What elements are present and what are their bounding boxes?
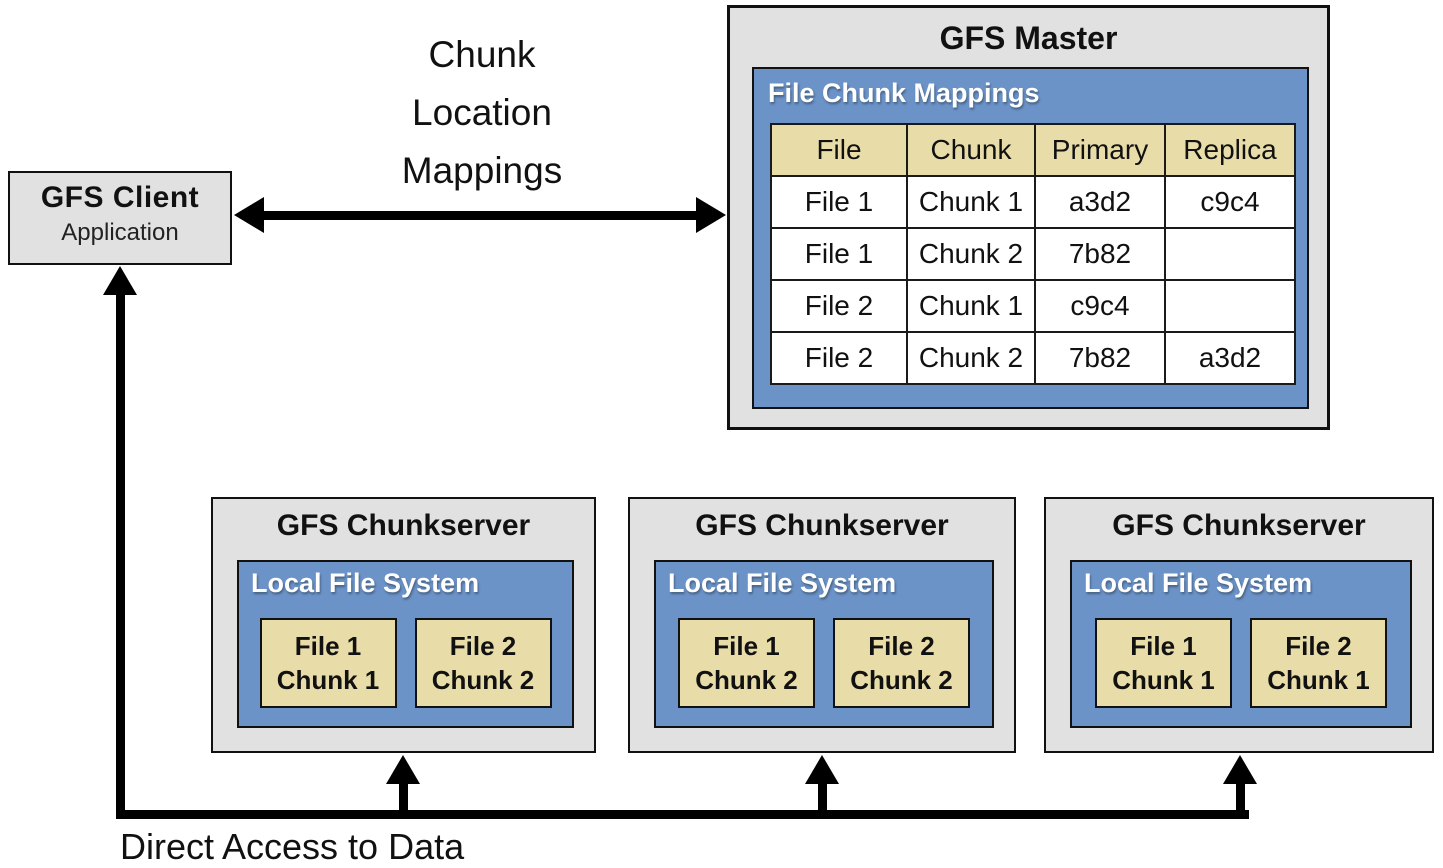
header-file: File xyxy=(770,123,908,177)
chunk-row: File 1 Chunk 1 File 2 Chunk 1 xyxy=(1072,612,1410,714)
table-row: File 2 Chunk 1 c9c4 xyxy=(770,279,1296,333)
chunk-file-label: File 2 xyxy=(1285,631,1352,661)
header-replica: Replica xyxy=(1164,123,1296,177)
chunkserver-title: GFS Chunkserver xyxy=(695,509,949,542)
gfs-client-box: GFS Client Application xyxy=(8,171,232,265)
cell-primary: 7b82 xyxy=(1034,331,1166,385)
chunk-id-label: Chunk 2 xyxy=(431,665,535,695)
gfs-chunkserver-3-box: GFS Chunkserver Local File System File 1… xyxy=(1044,497,1434,753)
cell-file: File 1 xyxy=(770,227,908,281)
header-chunk: Chunk xyxy=(906,123,1036,177)
local-file-system-label: Local File System xyxy=(251,568,480,598)
file-chunk-mappings-panel: File Chunk Mappings File Chunk Primary R… xyxy=(752,67,1309,409)
chunk-box: File 2 Chunk 2 xyxy=(414,618,552,708)
table-header-row: File Chunk Primary Replica xyxy=(770,123,1296,177)
chunk-id-label: Chunk 1 xyxy=(1112,665,1215,695)
chunk-box: File 2 Chunk 1 xyxy=(1250,618,1387,708)
local-file-system-panel: Local File System File 1 Chunk 1 File 2 … xyxy=(237,560,574,728)
cell-file: File 1 xyxy=(770,175,908,229)
chunk-file-label: File 1 xyxy=(294,631,362,661)
arrowhead-up-chunkserver2-icon xyxy=(805,755,839,784)
chunk-id-label: Chunk 2 xyxy=(850,665,953,695)
chunk-id-label: Chunk 2 xyxy=(695,665,798,695)
chunk-box: File 1 Chunk 2 xyxy=(678,618,815,708)
gfs-master-title: GFS Master xyxy=(939,20,1118,56)
gfs-client-title: GFS Client xyxy=(40,181,200,214)
table-row: File 2 Chunk 2 7b82 a3d2 xyxy=(770,331,1296,385)
cell-chunk: Chunk 2 xyxy=(906,227,1036,281)
chunk-row: File 1 Chunk 2 File 2 Chunk 2 xyxy=(656,612,992,714)
cell-primary: a3d2 xyxy=(1034,175,1166,229)
gfs-chunkserver-2-box: GFS Chunkserver Local File System File 1… xyxy=(628,497,1016,753)
arrowhead-up-chunkserver1-icon xyxy=(386,755,420,784)
cell-primary: 7b82 xyxy=(1034,227,1166,281)
chunk-box: File 1 Chunk 1 xyxy=(1095,618,1232,708)
chunkserver3-branch-line xyxy=(1236,780,1245,815)
cell-replica: a3d2 xyxy=(1164,331,1296,385)
chunk-file-label: File 2 xyxy=(868,631,935,661)
chunk-file-label: File 1 xyxy=(1130,631,1197,661)
chunkserver2-branch-line xyxy=(818,780,827,815)
cell-file: File 2 xyxy=(770,331,908,385)
local-file-system-label: Local File System xyxy=(1084,568,1313,598)
gfs-chunkserver-1-box: GFS Chunkserver Local File System File 1… xyxy=(211,497,596,753)
file-chunk-mappings-label: File Chunk Mappings xyxy=(768,78,1040,108)
cell-chunk: Chunk 1 xyxy=(906,279,1036,333)
client-data-line xyxy=(116,292,125,819)
direct-access-bus-line xyxy=(116,810,1249,819)
local-file-system-label: Local File System xyxy=(668,568,897,598)
gfs-master-box: GFS Master File Chunk Mappings File Chun… xyxy=(727,5,1330,430)
client-master-arrow xyxy=(234,197,726,233)
chunk-id-label: Chunk 1 xyxy=(1267,665,1370,695)
chunk-location-mappings-label: Chunk Location Mappings xyxy=(401,34,563,191)
cell-replica xyxy=(1164,227,1296,281)
header-primary: Primary xyxy=(1034,123,1166,177)
arrowhead-up-client-icon xyxy=(103,266,137,295)
cell-file: File 2 xyxy=(770,279,908,333)
local-file-system-panel: Local File System File 1 Chunk 2 File 2 … xyxy=(654,560,994,728)
chunkserver1-branch-line xyxy=(399,780,408,815)
cell-chunk: Chunk 2 xyxy=(906,331,1036,385)
direct-access-label: Direct Access to Data xyxy=(120,826,465,867)
chunk-file-label: File 2 xyxy=(449,631,517,661)
chunk-box: File 2 Chunk 2 xyxy=(833,618,970,708)
file-chunk-mappings-table: File Chunk Primary Replica File 1 Chunk … xyxy=(770,123,1296,385)
cell-primary: c9c4 xyxy=(1034,279,1166,333)
gfs-client-subtitle: Application xyxy=(61,219,179,246)
table-row: File 1 Chunk 1 a3d2 c9c4 xyxy=(770,175,1296,229)
chunk-box: File 1 Chunk 1 xyxy=(259,618,397,708)
chunk-id-label: Chunk 1 xyxy=(276,665,380,695)
chunk-file-label: File 1 xyxy=(713,631,780,661)
cell-chunk: Chunk 1 xyxy=(906,175,1036,229)
cell-replica xyxy=(1164,279,1296,333)
chunkserver-title: GFS Chunkserver xyxy=(276,509,531,542)
arrow-shaft xyxy=(258,211,702,220)
arrowhead-up-chunkserver3-icon xyxy=(1223,755,1257,784)
local-file-system-panel: Local File System File 1 Chunk 1 File 2 … xyxy=(1070,560,1412,728)
chunkserver-title: GFS Chunkserver xyxy=(1112,509,1366,542)
cell-replica: c9c4 xyxy=(1164,175,1296,229)
table-row: File 1 Chunk 2 7b82 xyxy=(770,227,1296,281)
chunk-row: File 1 Chunk 1 File 2 Chunk 2 xyxy=(239,612,572,714)
arrowhead-right-icon xyxy=(696,197,726,233)
